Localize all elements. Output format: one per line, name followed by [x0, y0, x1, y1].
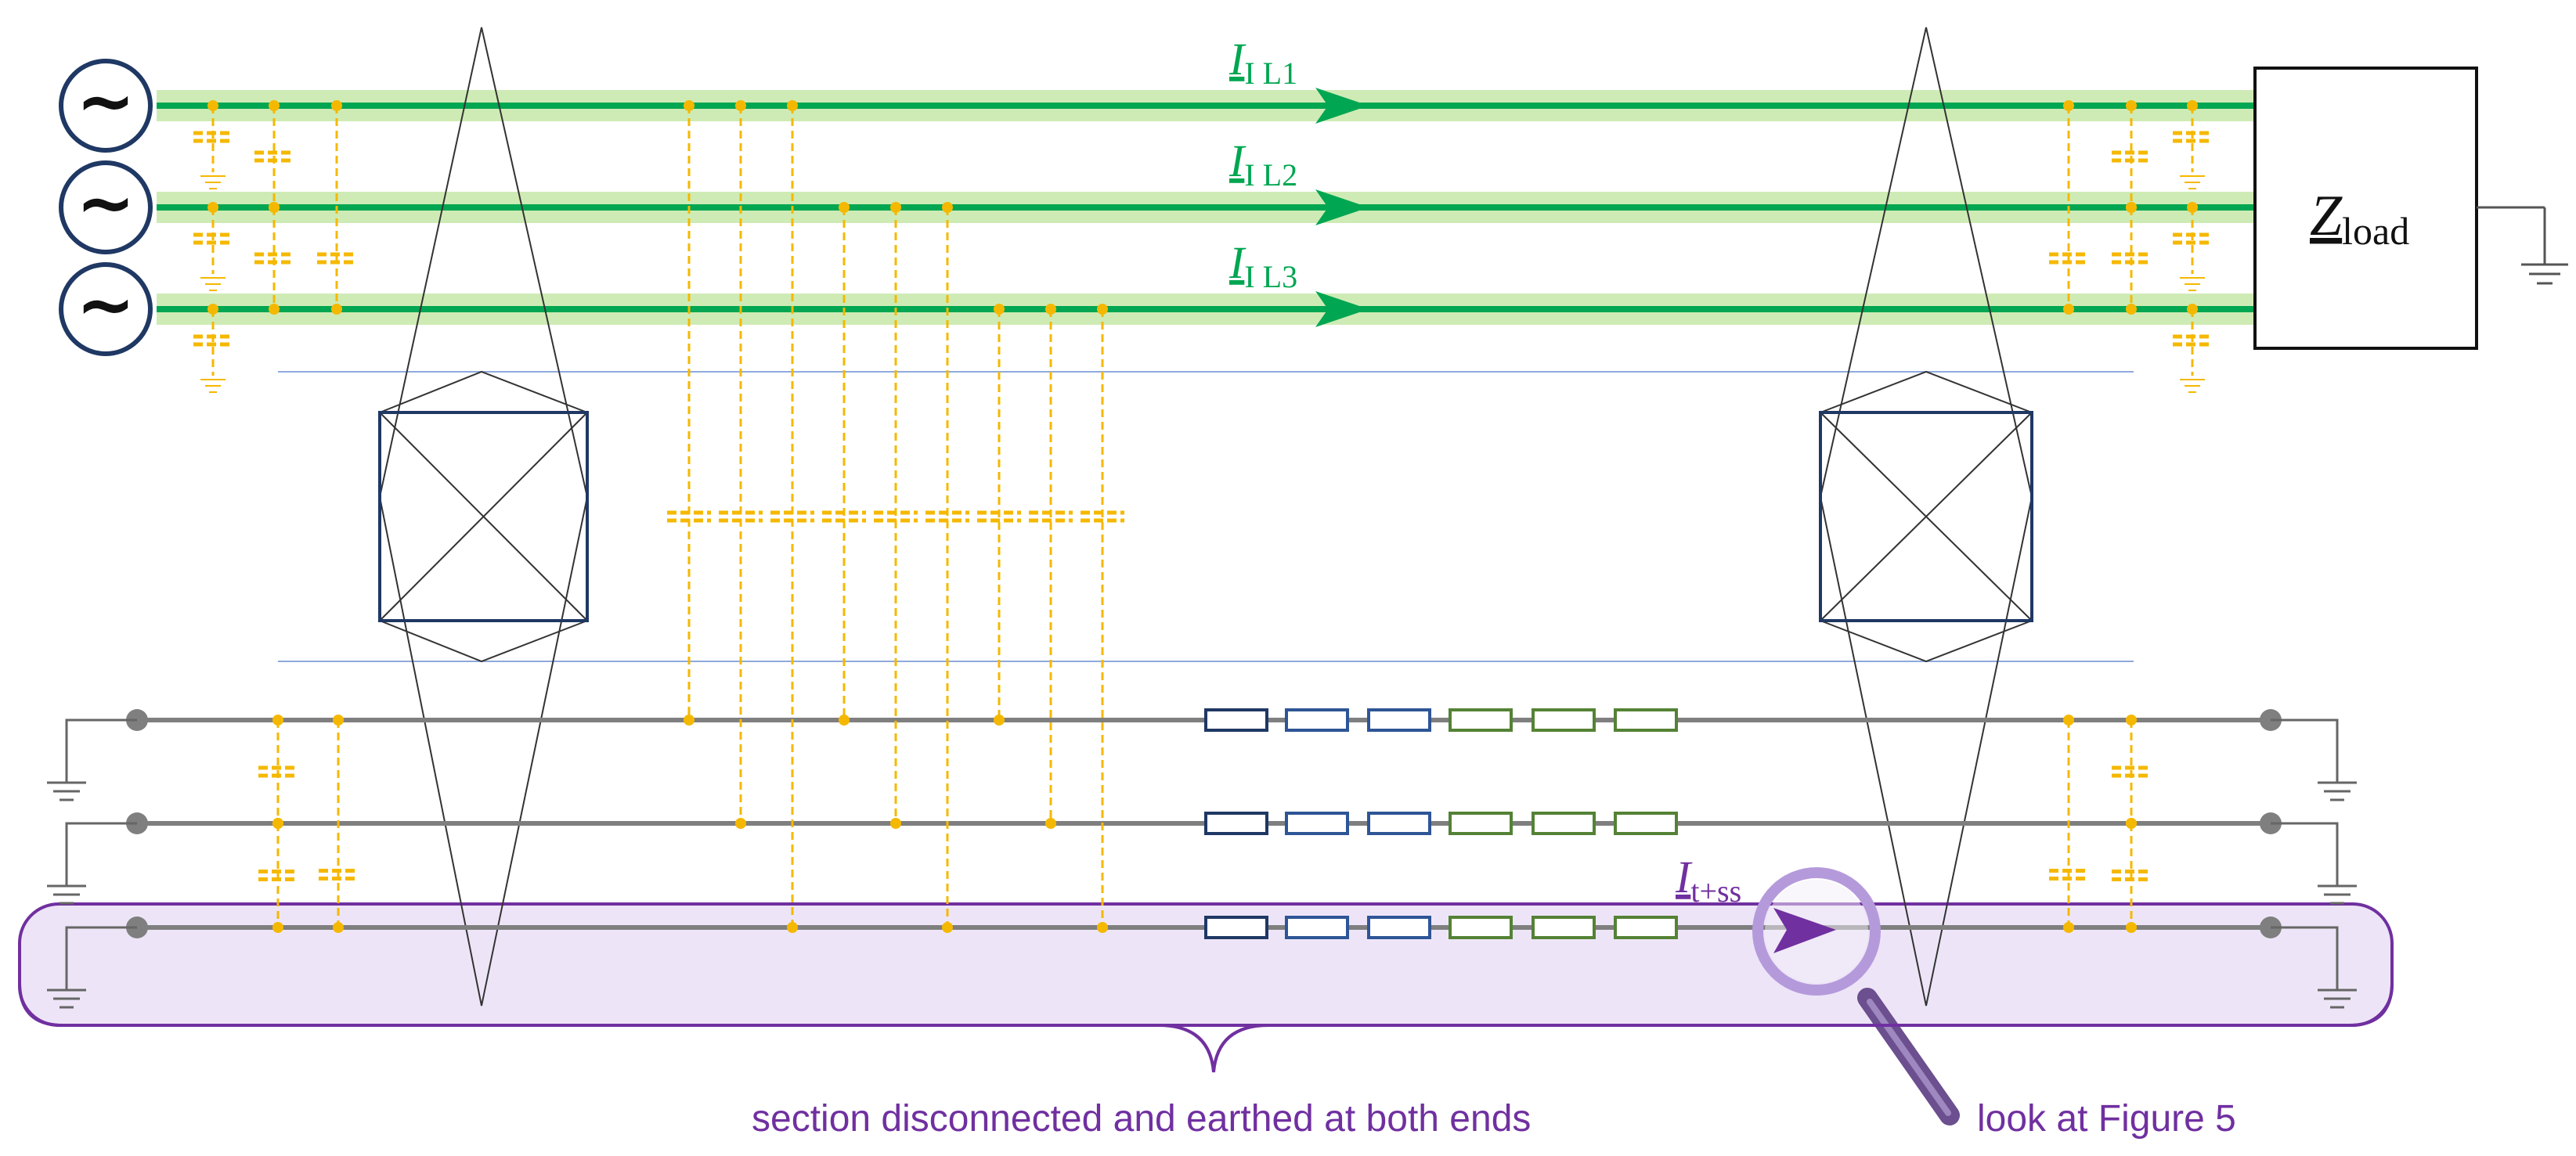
current-label-l1: II L1 — [1228, 34, 1297, 91]
track-earths — [47, 718, 2357, 1009]
coupling-node — [2063, 922, 2074, 933]
coupling-node — [272, 715, 283, 726]
magnifier-icon — [1752, 867, 1960, 1125]
track-conductors — [137, 718, 2271, 930]
coupling-node — [269, 100, 280, 111]
coupling-node — [2063, 715, 2074, 726]
coupling-node — [2126, 202, 2137, 213]
coupling-node — [333, 715, 344, 726]
coupling-node — [1045, 818, 1056, 829]
section-note: section disconnected and earthed at both… — [752, 1098, 1531, 1140]
coupling-node — [331, 100, 342, 111]
coupling-node — [272, 818, 283, 829]
ac-source-l3-symbol: ~ — [76, 264, 135, 346]
coupling-node — [890, 818, 901, 829]
figure-reference: look at Figure 5 — [1977, 1098, 2236, 1140]
impedance-row-2 — [1204, 812, 1678, 835]
coupling-node — [333, 922, 344, 933]
pylons — [378, 27, 2033, 1007]
coupling-node — [272, 922, 283, 933]
coupling-node — [207, 202, 218, 213]
section-brace — [18, 981, 2394, 1073]
coupling-node — [2126, 818, 2137, 829]
coupling-node — [1097, 304, 1108, 315]
coupling-node — [207, 304, 218, 315]
pylon-left-outline — [378, 27, 589, 1007]
coupling-node — [839, 202, 850, 213]
current-label-l2: II L2 — [1228, 135, 1297, 193]
pylon-right-box — [1819, 411, 2033, 622]
arrow-l1-icon — [1315, 88, 1369, 124]
coupling-node — [2063, 100, 2074, 111]
ac-source-l2-symbol: ~ — [76, 162, 135, 244]
arrow-l3-icon — [1315, 291, 1369, 327]
coupling-node — [787, 922, 798, 933]
pylon-left-box — [378, 411, 589, 622]
coupling-node — [787, 100, 798, 111]
ac-source-l3-icon — [59, 262, 153, 356]
pylon-boxes — [378, 411, 2033, 622]
coupling-node — [994, 304, 1005, 315]
coupling-node — [684, 100, 695, 111]
coupling-node — [994, 715, 1005, 726]
pylon-right-outline — [1819, 27, 2033, 1007]
load-label: Zload — [2310, 184, 2409, 253]
current-arrows — [1315, 88, 1369, 327]
coupling-node — [735, 100, 746, 111]
section-current-label: It+ss — [1675, 852, 1741, 909]
coupling-node — [331, 304, 342, 315]
coupling-node — [684, 715, 695, 726]
current-label-l3: II L3 — [1228, 237, 1297, 294]
ac-source-l1-symbol: ~ — [76, 60, 135, 142]
coupling-node — [942, 202, 953, 213]
capacitive-couplings — [193, 106, 2212, 927]
coupling-node — [2187, 202, 2198, 213]
load-earth-icon — [2477, 206, 2568, 285]
coupling-node — [269, 304, 280, 315]
coupling-nodes — [207, 100, 2198, 933]
track-impedances — [1204, 708, 1678, 939]
coupling-node — [2063, 304, 2074, 315]
ac-source-l1-icon — [59, 59, 153, 153]
coupling-node — [2126, 922, 2137, 933]
coupling-node — [942, 922, 953, 933]
coupling-node — [890, 202, 901, 213]
load-box — [2253, 67, 2478, 350]
section-current-arrow-icon — [1773, 908, 1836, 953]
coupling-node — [269, 202, 280, 213]
coupling-node — [1045, 304, 1056, 315]
ac-source-l2-icon — [59, 160, 153, 254]
arrow-l2-icon — [1315, 189, 1369, 225]
ac-sources: ~ ~ ~ — [59, 59, 153, 356]
impedance-row-1 — [1204, 708, 1678, 732]
coupling-node — [1097, 922, 1108, 933]
coupling-node — [2187, 304, 2198, 315]
coupling-node — [2126, 100, 2137, 111]
pylon-frames — [379, 370, 2033, 663]
coupling-node — [2126, 715, 2137, 726]
coupling-node — [2126, 304, 2137, 315]
coupling-node — [207, 100, 218, 111]
coupling-node — [2187, 100, 2198, 111]
impedance-row-3 — [1204, 916, 1678, 939]
coupling-node — [735, 818, 746, 829]
phase-conductors — [157, 103, 2255, 312]
coupling-node — [839, 715, 850, 726]
